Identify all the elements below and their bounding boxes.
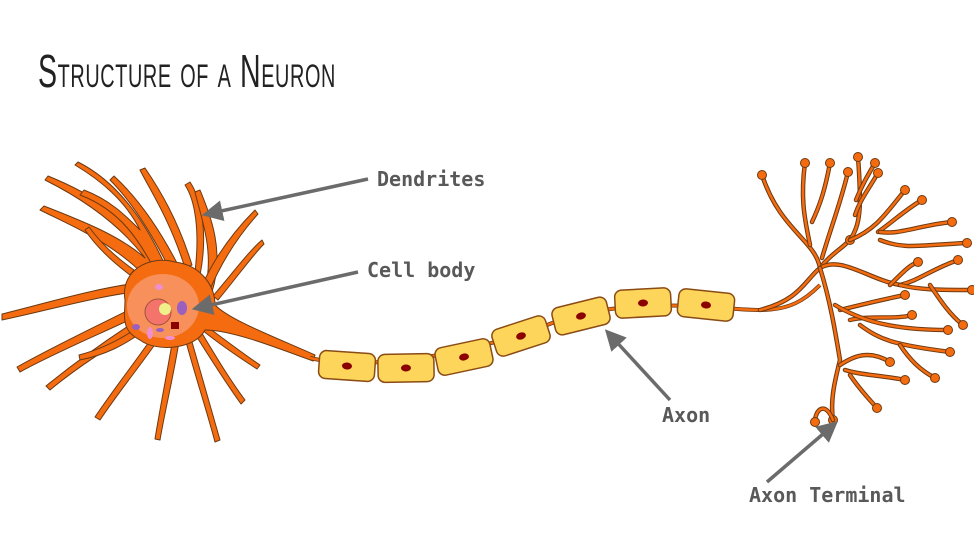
terminal-bouton [930,373,940,383]
terminal-bouton [810,417,820,427]
myelin-segment [551,296,611,336]
myelin-nucleus [459,353,469,361]
myelin-sheath [317,287,736,384]
myelin-segment [377,352,435,384]
axon-terminal-branches [757,152,974,427]
terminal-bouton [900,185,910,195]
terminal-bouton [870,158,880,168]
terminal-bouton [757,170,767,180]
dendrites [1,161,265,443]
terminal-bouton [900,375,910,385]
cell-body-arrow [191,270,359,315]
myelin-segment [613,287,673,319]
terminal-bouton [843,167,853,177]
terminal-bouton [962,238,972,248]
terminal-bouton [947,217,957,227]
myelin-segment [434,338,494,376]
myelin-segment [491,315,551,357]
terminal-bouton [800,158,810,168]
myelin-segment [317,349,377,383]
myelin-nucleus [342,362,352,370]
myelin-nucleus [576,312,586,320]
terminal-bouton [853,152,863,162]
terminal-bouton [953,255,963,265]
terminal-bouton [943,325,953,335]
terminal-bouton [945,347,955,357]
terminal-bouton [917,195,927,205]
axon-arrow [604,329,672,402]
terminal-bouton [958,320,968,330]
myelin-nucleus [701,301,711,309]
page-title: Structure of a Neuron [38,45,336,97]
terminal-bouton [907,310,917,320]
label-axon: Axon [662,403,711,427]
myelin-segment [676,288,736,322]
terminal-bouton [885,357,895,367]
axon-terminal-arrow [765,421,838,484]
terminal-bouton [967,285,974,295]
myelin-nucleus [638,299,648,307]
myelin-nucleus [401,364,411,372]
label-axon-terminal: Axon Terminal [749,483,906,507]
cell-body [123,259,316,362]
label-dendrites: Dendrites [377,167,486,191]
terminal-bouton [872,403,882,413]
terminal-bouton [825,158,835,168]
terminal-bouton [913,257,923,267]
dendrites-arrow [201,177,369,222]
myelin-nucleus [516,332,526,340]
terminal-bouton [873,168,883,178]
label-cell-body: Cell body [367,258,476,282]
terminal-bouton [900,290,910,300]
